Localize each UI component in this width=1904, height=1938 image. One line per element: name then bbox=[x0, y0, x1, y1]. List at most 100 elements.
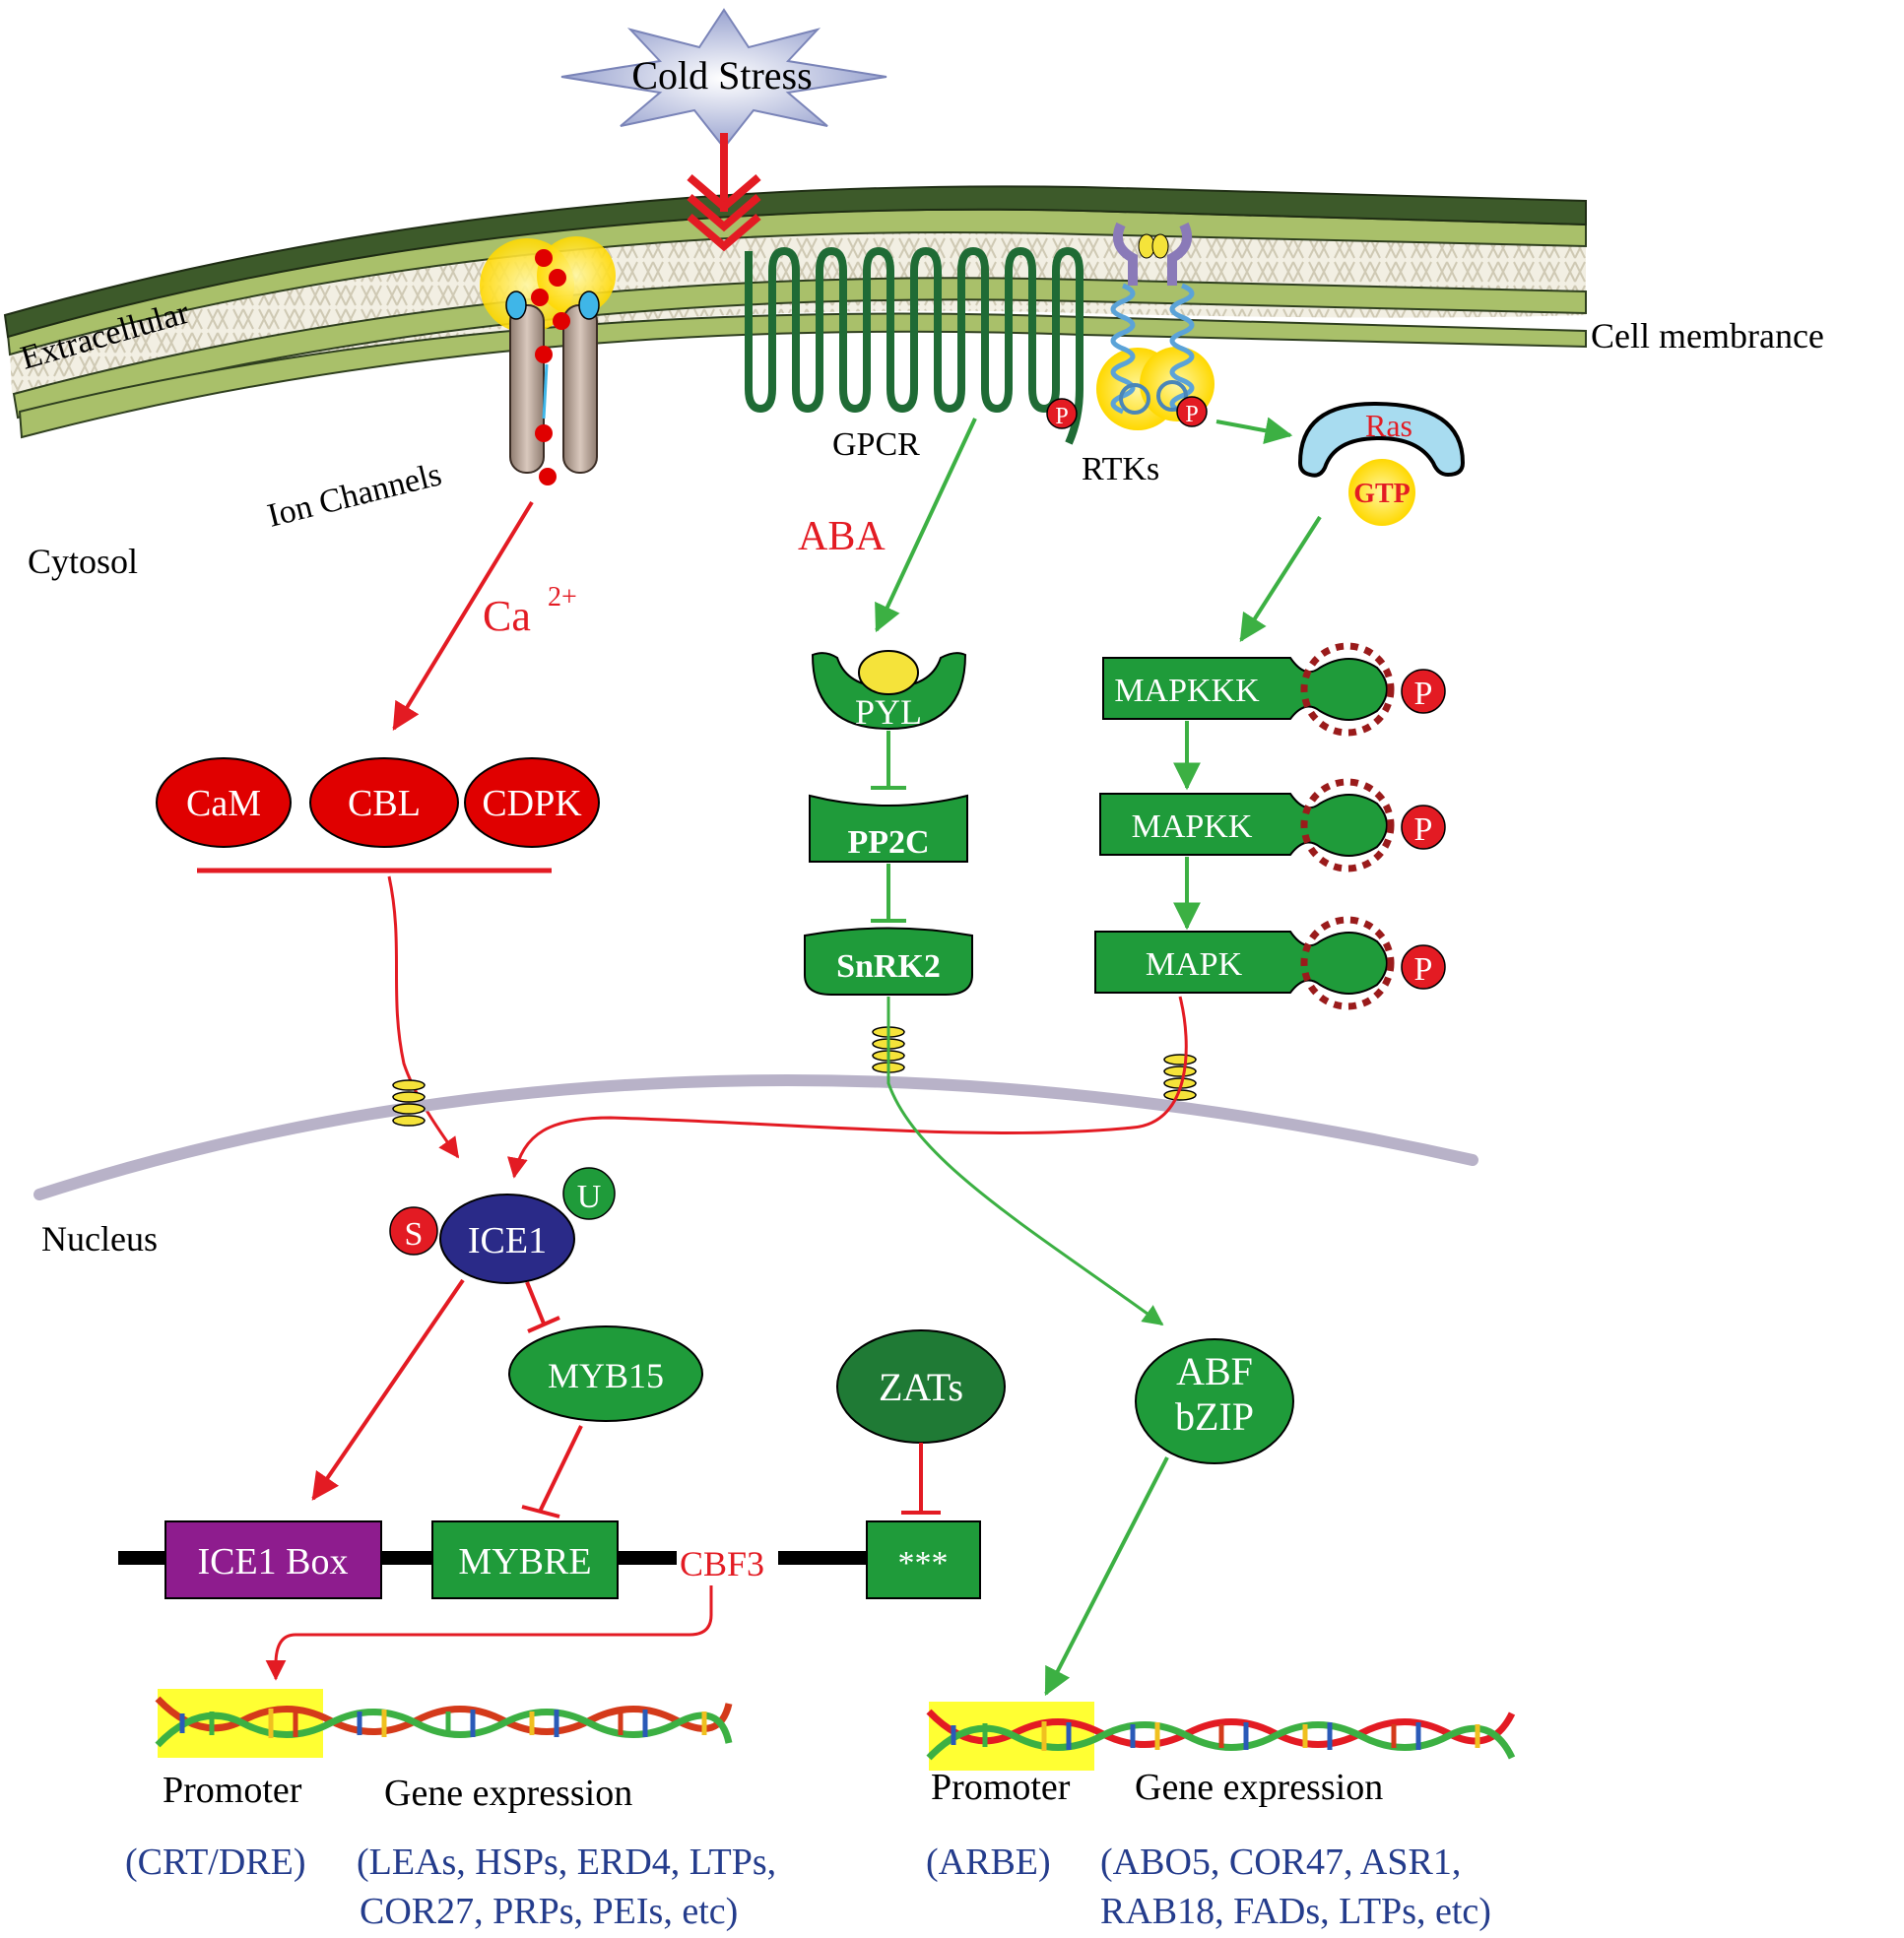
calcium-sensor-cam: CaM bbox=[156, 757, 292, 848]
aba-label: ABA bbox=[798, 514, 886, 559]
abf-target-genes-line1: (ABO5, COR47, ASR1, bbox=[1100, 1841, 1461, 1883]
svg-text:CDPK: CDPK bbox=[482, 783, 582, 824]
cold-stress-label: Cold Stress bbox=[631, 53, 812, 97]
mapk-phospho: P bbox=[1401, 944, 1446, 990]
snrk2-to-abf-arrow bbox=[886, 997, 1164, 1326]
svg-text:ICE1: ICE1 bbox=[468, 1220, 547, 1261]
ice1-transcription-factor: ICE1 bbox=[439, 1194, 575, 1284]
mapkk-kinase: MAPKK bbox=[1099, 778, 1395, 872]
nuclear-pore-right bbox=[1163, 1054, 1197, 1101]
ras-to-mapkkk-arrow bbox=[1239, 515, 1322, 642]
svg-text:P: P bbox=[1055, 404, 1068, 429]
pyl-receptor: PYL bbox=[811, 650, 967, 732]
svg-text:ICE1 Box: ICE1 Box bbox=[197, 1541, 348, 1583]
abf-target-genes-line2: RAB18, FADs, LTPs, etc) bbox=[1100, 1891, 1491, 1932]
mybre-element: MYBRE bbox=[431, 1520, 619, 1599]
rtk-to-ras-arrow bbox=[1215, 417, 1293, 445]
svg-text:P: P bbox=[1185, 402, 1198, 427]
snrk2-kinase: SnRK2 bbox=[804, 927, 973, 996]
svg-text:P: P bbox=[1414, 951, 1433, 988]
ice1-activates-box-arrow bbox=[311, 1278, 465, 1501]
mapk-to-ice1-arrow bbox=[507, 996, 1188, 1179]
arbe-label: (ARBE) bbox=[926, 1841, 1051, 1883]
ca-label: Ca 2+ bbox=[483, 582, 577, 640]
mapk-kinase: MAPK bbox=[1094, 916, 1395, 1010]
cbf-target-genes-line1: (LEAs, HSPs, ERD4, LTPs, bbox=[357, 1841, 776, 1883]
ion-channel bbox=[480, 236, 616, 485]
abf-bzip-factor: ABF bZIP bbox=[1135, 1338, 1294, 1464]
nucleus-label: Nucleus bbox=[41, 1219, 158, 1259]
svg-text:ABF: ABF bbox=[1176, 1349, 1253, 1393]
dna-helix-left bbox=[155, 1689, 733, 1758]
cell-membrane-label: Cell membrance bbox=[1591, 316, 1824, 355]
rtk-phospho-left: P bbox=[1046, 398, 1078, 429]
myb15-inhibits-mybre bbox=[521, 1425, 583, 1518]
svg-text:Ca: Ca bbox=[483, 592, 531, 640]
pp2c-inhibits-snrk2 bbox=[871, 864, 906, 923]
cbf3-to-promoter-arrow bbox=[265, 1585, 713, 1681]
gene-expression-label-left: Gene expression bbox=[384, 1773, 632, 1814]
ion-channels-label: Ion Channels bbox=[264, 456, 445, 535]
calcium-sensor-cbl: CBL bbox=[309, 757, 459, 848]
svg-text:CaM: CaM bbox=[186, 783, 261, 824]
svg-text:MAPK: MAPK bbox=[1146, 946, 1243, 983]
cold-stress-star: Cold Stress bbox=[560, 8, 887, 150]
ice1-inhibits-myb15 bbox=[525, 1281, 560, 1333]
cell-membrane bbox=[3, 185, 1587, 439]
svg-text:MYBRE: MYBRE bbox=[458, 1541, 591, 1583]
promoter-label-left: Promoter bbox=[163, 1770, 302, 1811]
mapkkk-kinase: MAPKKK bbox=[1102, 642, 1395, 737]
gpcr-receptor bbox=[745, 246, 1083, 445]
pp2c-label: PP2C bbox=[847, 824, 929, 861]
cytosol-label: Cytosol bbox=[28, 542, 138, 581]
svg-text:ZATs: ZATs bbox=[879, 1365, 963, 1409]
svg-text:2+: 2+ bbox=[548, 582, 577, 613]
myb15-factor: MYB15 bbox=[508, 1325, 703, 1422]
rtk-receptor bbox=[1096, 222, 1215, 430]
gpcr-to-pyl-arrow bbox=[875, 418, 977, 633]
calcium-ions bbox=[531, 249, 570, 485]
mapkkk-phospho: P bbox=[1401, 669, 1446, 714]
calcium-to-ice1-arrow bbox=[387, 875, 460, 1159]
svg-text:P: P bbox=[1414, 811, 1433, 848]
rtks-label: RTKs bbox=[1082, 451, 1159, 487]
calcium-sensor-cdpk: CDPK bbox=[464, 757, 600, 848]
svg-text:MAPKK: MAPKK bbox=[1132, 808, 1253, 845]
unknown-element: *** bbox=[866, 1520, 981, 1599]
svg-text:U: U bbox=[577, 1179, 602, 1215]
crt-dre-label: (CRT/DRE) bbox=[125, 1841, 306, 1883]
dna-helix-right bbox=[926, 1702, 1516, 1771]
pp2c-phosphatase: PP2C bbox=[809, 794, 968, 863]
ice1-sumo: S bbox=[389, 1206, 438, 1256]
zats-factor: ZATs bbox=[836, 1329, 1006, 1444]
svg-text:bZIP: bZIP bbox=[1175, 1394, 1254, 1439]
zats-inhibits-unknown bbox=[901, 1443, 941, 1515]
promoter-label-right: Promoter bbox=[931, 1767, 1071, 1808]
ras-label: Ras bbox=[1365, 408, 1412, 443]
pyl-label: PYL bbox=[855, 692, 922, 732]
gtp-label: GTP bbox=[1353, 479, 1411, 509]
nuclear-membrane bbox=[33, 1073, 1478, 1200]
svg-text:CBL: CBL bbox=[348, 783, 421, 824]
snrk2-label: SnRK2 bbox=[836, 948, 941, 985]
ice1-ubiquitin: U bbox=[562, 1167, 616, 1220]
cbf-target-genes-line2: COR27, PRPs, PEIs, etc) bbox=[360, 1891, 738, 1932]
nuclear-pore-left bbox=[392, 1079, 426, 1127]
gpcr-label: GPCR bbox=[832, 426, 920, 463]
stress-signal-chevrons bbox=[687, 133, 761, 252]
cbf3-label: CBF3 bbox=[680, 1544, 764, 1583]
abf-to-promoter-arrow bbox=[1044, 1456, 1169, 1697]
gene-expression-label-right: Gene expression bbox=[1135, 1767, 1383, 1808]
svg-text:P: P bbox=[1414, 676, 1433, 712]
ca-arrow bbox=[392, 500, 534, 731]
svg-text:MYB15: MYB15 bbox=[548, 1356, 664, 1395]
mapkk-phospho: P bbox=[1401, 805, 1446, 850]
svg-text:***: *** bbox=[898, 1545, 949, 1582]
pyl-inhibits-pp2c bbox=[871, 731, 906, 790]
svg-text:MAPKKK: MAPKKK bbox=[1114, 673, 1260, 709]
rtk-phospho-right: P bbox=[1176, 396, 1208, 427]
svg-text:S: S bbox=[405, 1216, 424, 1253]
ice1-box-element: ICE1 Box bbox=[164, 1520, 382, 1599]
cbf3-promoter-line bbox=[118, 1551, 867, 1565]
